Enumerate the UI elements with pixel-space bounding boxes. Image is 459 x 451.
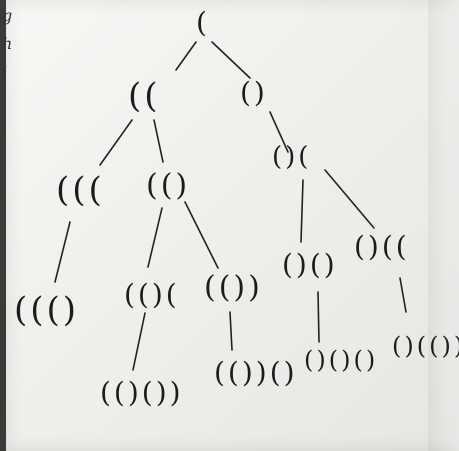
edge-l2b-l3c xyxy=(184,201,219,269)
paper-sheet xyxy=(6,0,459,451)
node-l2-c: ()( xyxy=(272,142,312,172)
node-root: ( xyxy=(196,6,210,39)
margin-letter: g xyxy=(2,6,13,25)
node-l3-d: ()() xyxy=(282,248,338,281)
edge-l3c-l4c xyxy=(229,311,233,351)
node-l1-left: (( xyxy=(128,76,161,116)
paper-fold-shadow xyxy=(428,0,459,451)
edge-l2b-l3b xyxy=(147,207,163,268)
node-l2-a: ((( xyxy=(56,170,105,210)
edge-l2a-l3a xyxy=(54,221,71,283)
node-l4-d: ()()() xyxy=(304,346,379,374)
edge-l3b-l4b xyxy=(132,312,146,371)
edge-l3e-l4e xyxy=(399,277,407,313)
node-l4-b: (()()) xyxy=(100,376,184,409)
margin-letter: i xyxy=(2,62,8,81)
node-l1-right: () xyxy=(240,76,268,109)
photo-edge xyxy=(0,0,6,451)
edge-l1b-l2c xyxy=(269,111,289,153)
edge-l3d-l4d xyxy=(317,291,320,343)
node-l4-e: ()(()) xyxy=(392,332,459,360)
edge-l1a-l2a xyxy=(99,119,133,166)
edge-l1a-l2b xyxy=(153,119,164,163)
margin-letter: h xyxy=(2,34,13,53)
edge-l2c-l3d xyxy=(300,179,304,243)
margin-notes: g h i xyxy=(2,2,12,86)
edge-root-left xyxy=(175,41,197,71)
node-l4-c: (())() xyxy=(214,356,298,389)
node-l2-b: (() xyxy=(146,168,191,203)
edge-l2c-l3e xyxy=(324,169,375,229)
node-l3-c: (()) xyxy=(204,270,263,305)
edge-root-right xyxy=(211,41,251,79)
node-l3-a: ((() xyxy=(14,290,80,330)
node-l3-b: (()( xyxy=(124,278,180,311)
node-l3-e: ()(( xyxy=(354,230,410,263)
